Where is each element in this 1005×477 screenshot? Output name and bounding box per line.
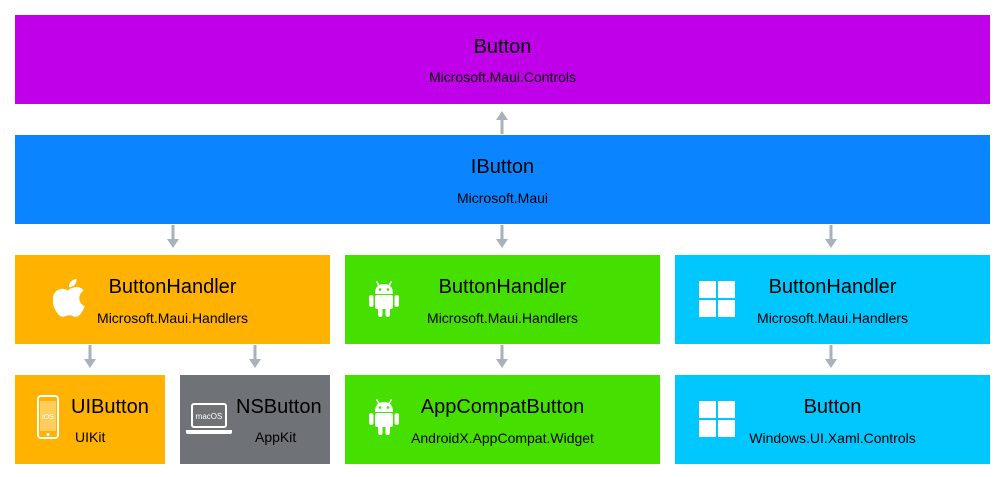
node-handler-ios: ButtonHandler Microsoft.Maui.Handlers: [15, 255, 330, 344]
node-subtitle: Microsoft.Maui.Handlers: [427, 310, 578, 326]
node-button-controls: Button Microsoft.Maui.Controls: [15, 15, 990, 104]
edge-handler-ios-to-nsbutton: [249, 345, 261, 368]
node-uibutton: iOS UIButton UIKit: [15, 375, 165, 464]
node-nsbutton: macOS NSButton AppKit: [180, 375, 330, 464]
laptop-icon: macOS: [186, 403, 232, 434]
node-subtitle: AndroidX.AppCompat.Widget: [411, 430, 594, 446]
node-subtitle: Windows.UI.Xaml.Controls: [749, 430, 916, 446]
node-handler-windows: ButtonHandler Microsoft.Maui.Handlers: [675, 255, 990, 344]
node-title: Button: [473, 36, 532, 58]
iphone-icon: iOS: [37, 395, 59, 439]
node-title: AppCompatButton: [420, 396, 585, 418]
ios-icon-label: iOS: [42, 414, 54, 421]
node-windows-button: Button Windows.UI.Xaml.Controls: [675, 375, 990, 464]
edge-ibutton-to-button-controls: [496, 111, 508, 134]
apple-icon: [53, 279, 85, 317]
macos-icon-label: macOS: [196, 412, 223, 421]
node-subtitle: Microsoft.Maui.Controls: [428, 69, 577, 85]
node-title: ButtonHandler: [108, 276, 237, 298]
node-ibutton: IButton Microsoft.Maui: [15, 135, 990, 224]
edge-handler-windows-to-winbutton: [825, 345, 837, 368]
edge-ibutton-to-handler-android: [496, 225, 508, 248]
node-title: ButtonHandler: [438, 276, 567, 298]
node-subtitle: UIKit: [75, 429, 106, 445]
node-title: NSButton: [236, 396, 322, 418]
edge-ibutton-to-handler-windows: [825, 225, 837, 248]
android-icon: [369, 281, 399, 317]
node-title: UIButton: [71, 396, 149, 418]
windows-icon: [699, 281, 735, 317]
node-subtitle: Microsoft.Maui.Handlers: [757, 310, 908, 326]
node-title: IButton: [470, 156, 535, 178]
node-subtitle: Microsoft.Maui.Handlers: [97, 310, 248, 326]
node-appcompat: AppCompatButton AndroidX.AppCompat.Widge…: [345, 375, 660, 464]
node-title: Button: [803, 396, 862, 418]
edge-handler-android-to-appcompat: [496, 345, 508, 368]
node-subtitle: AppKit: [255, 429, 297, 445]
node-handler-android: ButtonHandler Microsoft.Maui.Handlers: [345, 255, 660, 344]
node-subtitle: Microsoft.Maui: [456, 190, 549, 206]
node-title: ButtonHandler: [768, 276, 897, 298]
edge-ibutton-to-handler-ios: [167, 225, 179, 248]
windows-icon: [699, 401, 735, 437]
android-icon: [369, 399, 399, 435]
edge-handler-ios-to-uibutton: [84, 345, 96, 368]
